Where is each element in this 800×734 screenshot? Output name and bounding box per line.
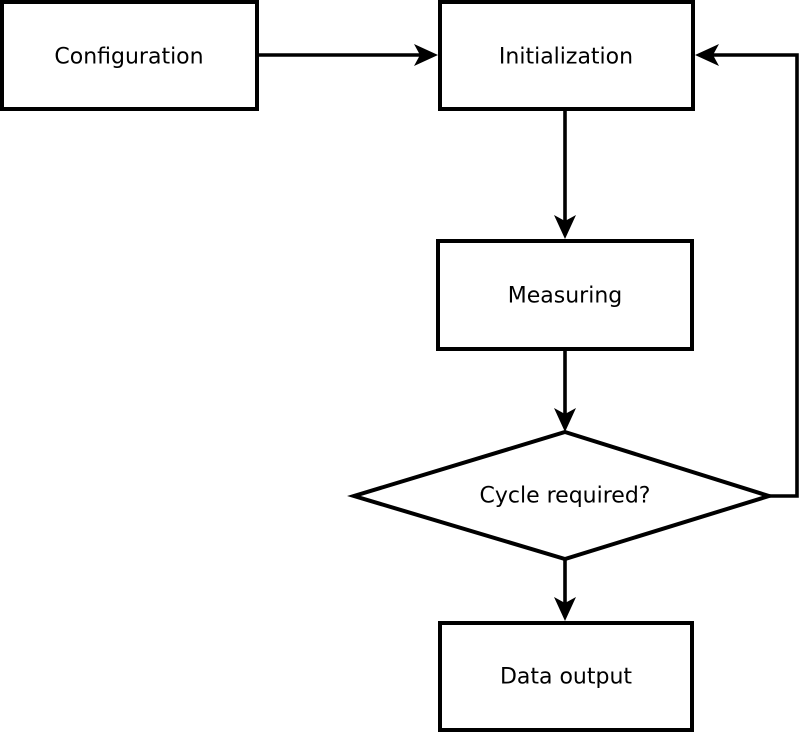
node-measuring [436, 239, 694, 351]
edge-cycle-required-loop-to-initialization [713, 53, 799, 498]
node-configuration [0, 0, 259, 111]
node-data-output-label: Data output [500, 665, 632, 690]
node-measuring-label: Measuring [508, 284, 622, 309]
arrowhead-into-data-output [554, 597, 576, 621]
node-data-output [438, 621, 694, 732]
node-configuration-label: Configuration [54, 45, 203, 70]
node-cycle-required-label: Cycle required? [480, 484, 651, 509]
arrowhead-into-initialization-left [414, 44, 438, 66]
arrowhead-into-measuring [554, 215, 576, 239]
node-initialization-label: Initialization [499, 45, 633, 70]
arrowhead-into-initialization-right [695, 44, 719, 66]
node-initialization [438, 0, 695, 111]
node-cycle-required [347, 429, 776, 562]
arrowhead-into-cycle-required [554, 408, 576, 432]
